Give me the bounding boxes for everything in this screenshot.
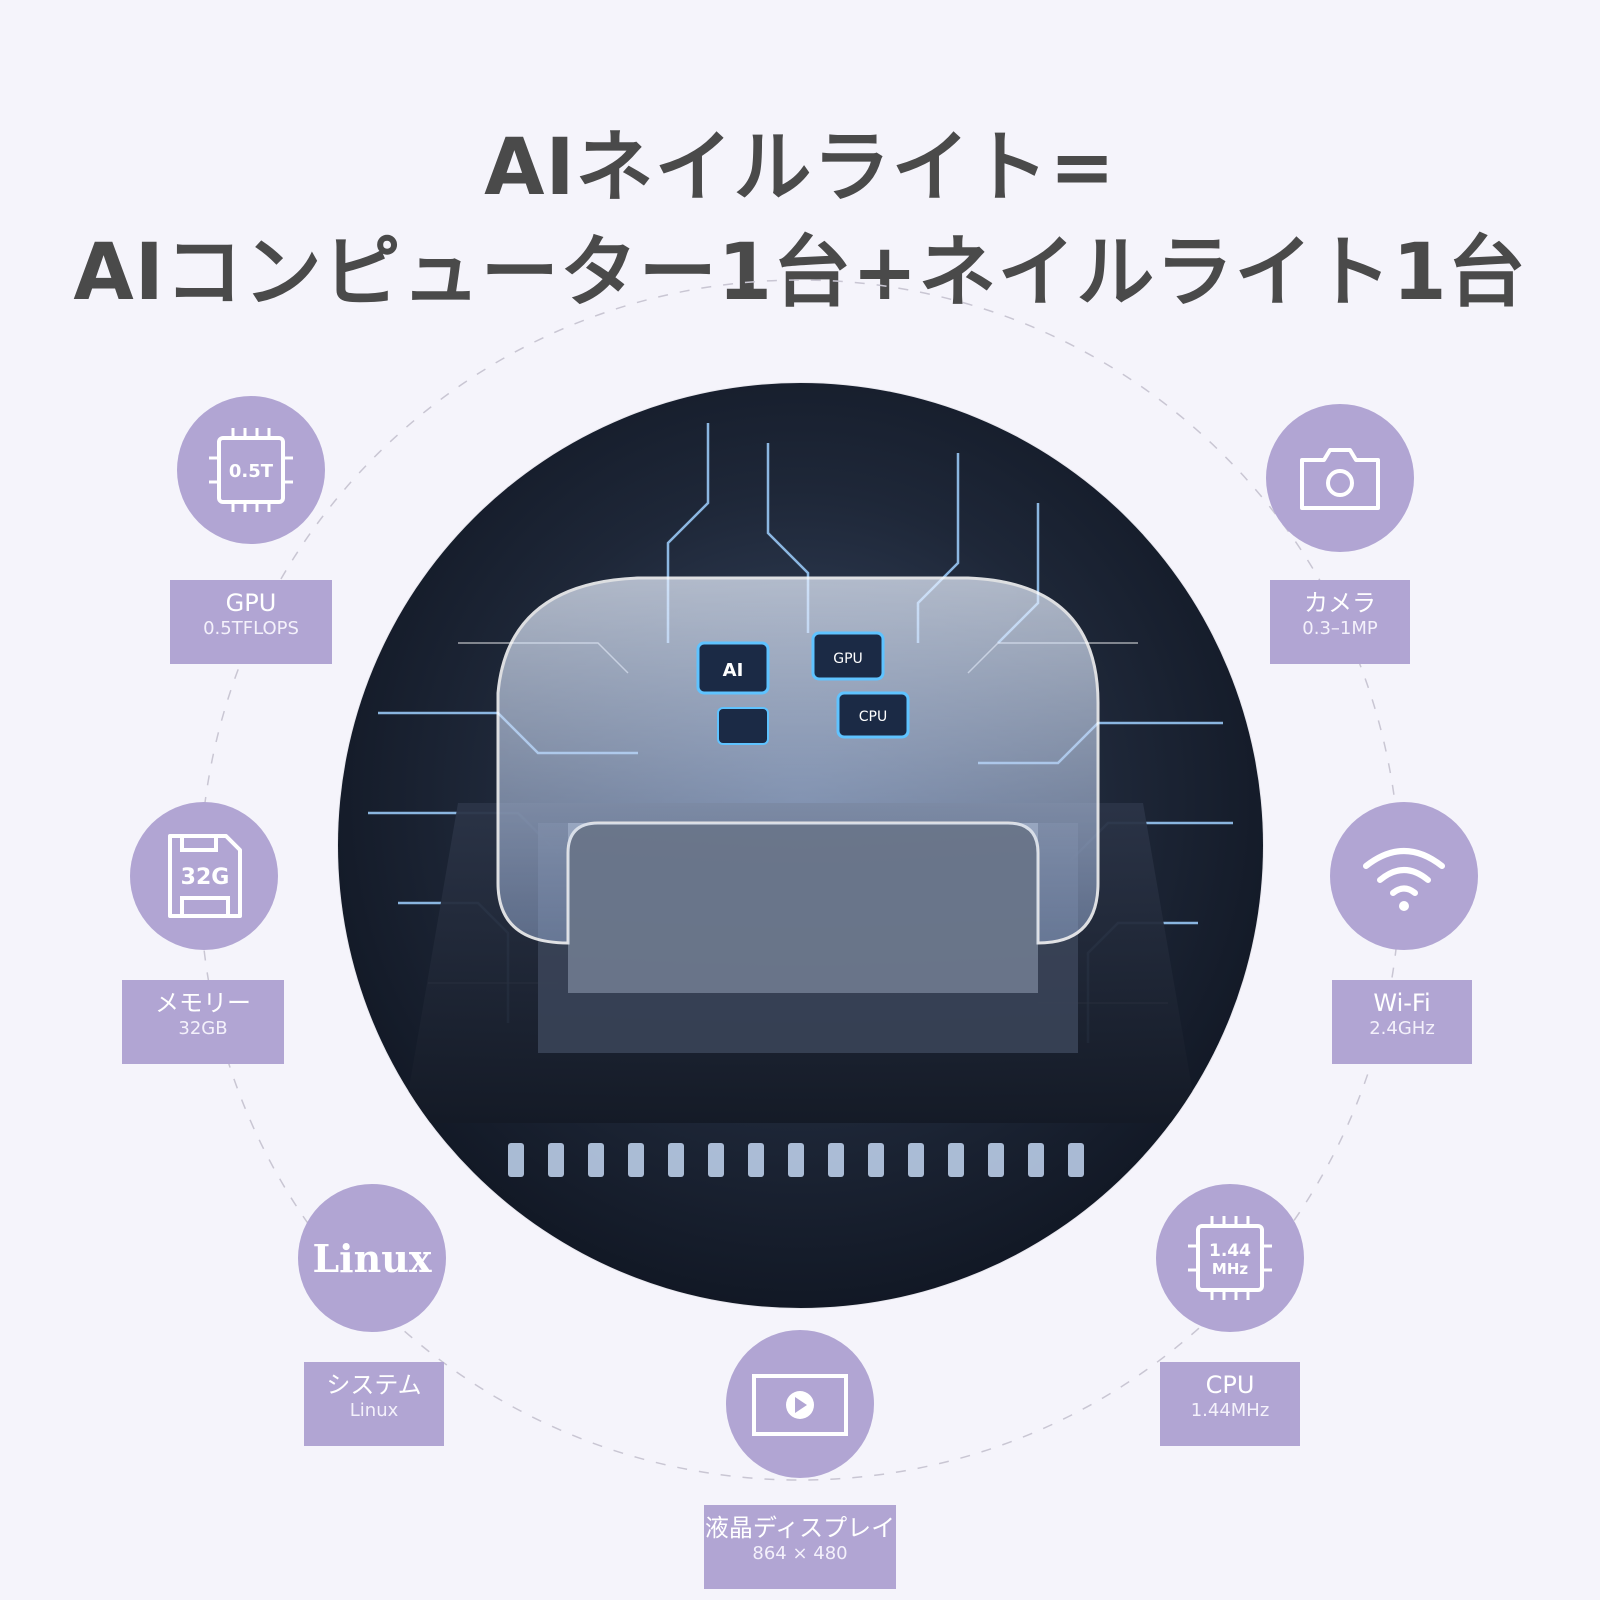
wifi-label: Wi-Fi 2.4GHz	[1332, 980, 1472, 1064]
hero-chip-illustration: AI GPU CPU	[338, 383, 1263, 1308]
camera-subtitle: 0.3–1MP	[1302, 618, 1378, 639]
gpu-subtitle: 0.5TFLOPS	[203, 618, 299, 639]
memory-feature-icon-circle: 32G	[130, 802, 278, 950]
gpu-feature-icon-circle: 0.5T	[177, 396, 325, 544]
gpu-label: GPU 0.5TFLOPS	[170, 580, 332, 664]
cpu-icon-text-2: MHz	[1212, 1260, 1248, 1278]
wifi-icon	[1363, 848, 1445, 911]
cpu-title: CPU	[1205, 1371, 1255, 1399]
cpu-subtitle: 1.44MHz	[1190, 1400, 1270, 1421]
chip-icon: 1.44 MHz	[1188, 1216, 1272, 1300]
display-title: 液晶ディスプレイ	[704, 1514, 896, 1542]
system-subtitle: Linux	[349, 1400, 399, 1421]
memory-subtitle: 32GB	[178, 1018, 228, 1039]
sd-card-icon: 32G	[168, 834, 242, 918]
display-feature-icon-circle	[726, 1330, 874, 1478]
linux-icon: Linux	[312, 1235, 432, 1281]
gpu-icon-text: 0.5T	[229, 461, 274, 482]
system-label: システム Linux	[304, 1362, 444, 1446]
camera-label: カメラ 0.3–1MP	[1270, 580, 1410, 664]
headline-line-1: AIネイルライト=	[484, 123, 1116, 213]
display-label: 液晶ディスプレイ 864 × 480	[704, 1505, 896, 1589]
memory-icon-text: 32G	[181, 865, 230, 890]
cpu-label: CPU 1.44MHz	[1160, 1362, 1300, 1446]
cpu-icon-text-1: 1.44	[1209, 1241, 1251, 1261]
chip-label-ai: AI	[723, 660, 744, 681]
memory-label: メモリー 32GB	[122, 980, 284, 1064]
display-play-icon	[752, 1374, 848, 1436]
camera-title: カメラ	[1304, 589, 1376, 617]
system-title: システム	[326, 1371, 422, 1399]
wifi-feature-icon-circle	[1330, 802, 1478, 950]
camera-feature-icon-circle	[1266, 404, 1414, 552]
chip-label-gpu: GPU	[833, 651, 863, 667]
gpu-title: GPU	[225, 589, 277, 617]
system-feature-icon-circle: Linux	[298, 1184, 446, 1332]
chip-icon: 0.5T	[209, 428, 293, 512]
headline-line-2: AIコンピューター1台+ネイルライト1台	[73, 228, 1527, 318]
display-subtitle: 864 × 480	[752, 1543, 848, 1564]
wifi-title: Wi-Fi	[1373, 989, 1431, 1017]
chip-label-cpu: CPU	[859, 709, 887, 725]
camera-icon	[1300, 448, 1380, 510]
memory-title: メモリー	[155, 989, 251, 1017]
wifi-subtitle: 2.4GHz	[1369, 1018, 1435, 1039]
cpu-feature-icon-circle: 1.44 MHz	[1156, 1184, 1304, 1332]
